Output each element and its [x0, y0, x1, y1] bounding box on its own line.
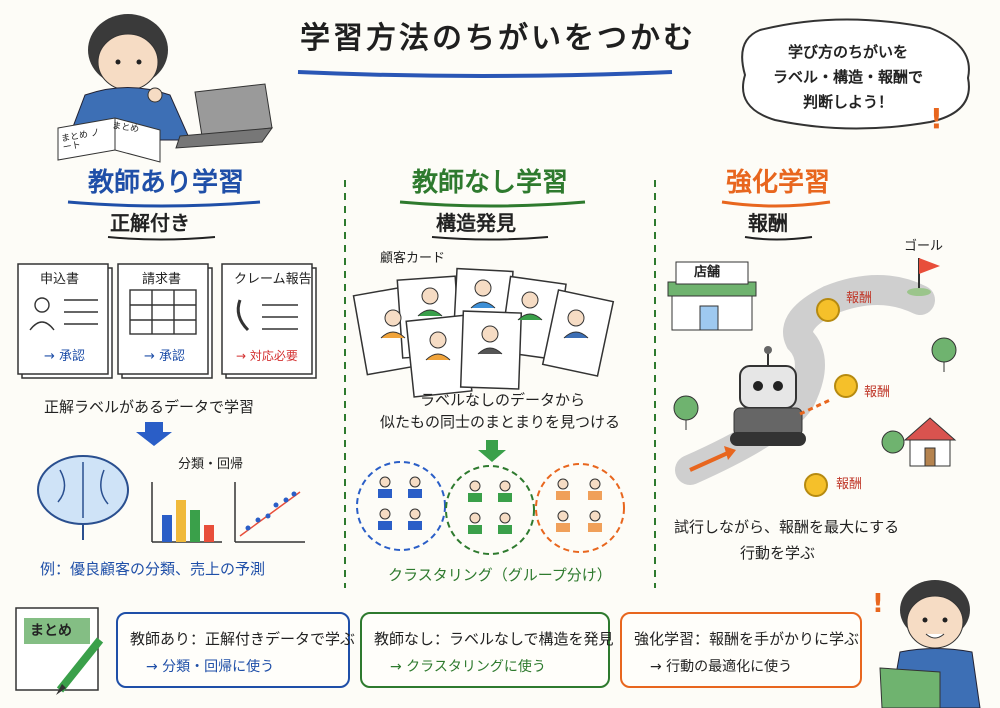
bubble-line: 学び方のちがいを	[787, 43, 908, 61]
reinforcement-subtitle: 報酬	[748, 211, 788, 235]
doc-stamp: → 承認	[144, 349, 186, 364]
speech-bubble-text: 学び方のちがいを ラベル・構造・報酬で 判断しよう！	[748, 40, 948, 115]
supervised-subtitle: 正解付き	[110, 211, 190, 235]
reward-label: 報酬	[846, 291, 873, 306]
summary-line: 教師あり：正解付きデータで学ぶ	[130, 630, 356, 648]
coin-icon	[804, 298, 858, 497]
laptop-icon	[175, 83, 274, 149]
cluster-orange	[535, 463, 625, 553]
scatter-chart-icon	[234, 482, 305, 543]
summary-box-unsupervised: 教師なし：ラベルなしで構造を発見 → クラスタリングに使う	[360, 612, 614, 688]
cluster-blue	[356, 461, 446, 551]
notebook-illustration	[57, 117, 161, 163]
cluster-green	[445, 465, 535, 555]
summary-line: → 分類・回帰に使う	[146, 659, 275, 675]
tree-icon	[673, 337, 957, 454]
store-icon	[667, 261, 757, 331]
doc-stamp: → 承認	[44, 349, 86, 364]
bar-chart-icon	[151, 482, 222, 543]
title-underline	[297, 70, 673, 78]
reinforcement-title: 強化学習	[726, 168, 831, 198]
summary-box-reinforcement: 強化学習：報酬を手がかりに学ぶ → 行動の最適化に使う	[620, 612, 862, 688]
exclaim-icon: !	[872, 589, 884, 619]
down-arrow-icon	[478, 440, 506, 462]
summary-line: 強化学習：報酬を手がかりに学ぶ	[634, 630, 860, 648]
exclaim-icon: !	[930, 102, 943, 135]
goal-label: ゴール	[904, 239, 944, 254]
reinforcement-caption: 行動を学ぶ	[740, 544, 816, 562]
doc-title: 請求書	[142, 272, 182, 287]
phone-icon	[236, 299, 250, 332]
unsupervised-caption: ラベルなしのデータから	[420, 391, 586, 409]
bubble-line: 判断しよう！	[802, 93, 893, 111]
reinforcement-caption: 試行しながら、報酬を最大にする	[674, 518, 900, 536]
unsupervised-title: 教師なし学習	[412, 168, 569, 198]
boy-with-book-illustration	[879, 580, 981, 708]
studying-boy-illustration	[67, 14, 191, 141]
cluster-people	[378, 476, 602, 534]
goal-flag-icon	[907, 258, 940, 296]
speech-bubble	[741, 18, 970, 130]
reward-label: 報酬	[864, 385, 891, 400]
robot-icon	[730, 346, 806, 446]
supervised-example: 例：優良顧客の分類、売上の予測	[40, 560, 266, 578]
unsupervised-subtitle: 構造発見	[436, 211, 516, 235]
summary-note-icon	[15, 607, 104, 695]
person-icon	[380, 279, 589, 361]
doc-stamp: → 対応必要	[236, 349, 298, 363]
cluster-label: クラスタリング（グループ分け）	[388, 566, 612, 584]
store-label: 店舗	[694, 265, 721, 280]
unsupervised-caption: 似たもの同士のまとまりを見つける	[380, 413, 621, 431]
doc-title: クレーム報告	[234, 272, 312, 287]
bubble-line: ラベル・構造・報酬で	[772, 68, 923, 86]
chart-label: 分類・回帰	[178, 457, 244, 472]
card-label: 顧客カード	[380, 251, 446, 266]
document-card	[17, 263, 317, 379]
summary-label: まとめ	[30, 623, 72, 639]
reward-label: 報酬	[836, 477, 863, 492]
page-title: 学習方法のちがいをつかむ	[300, 21, 696, 56]
supervised-caption: 正解ラベルがあるデータで学習	[44, 398, 255, 416]
down-arrow-icon	[136, 422, 172, 446]
summary-line: → クラスタリングに使う	[390, 659, 546, 675]
summary-box-supervised: 教師あり：正解付きデータで学ぶ → 分類・回帰に使う	[116, 612, 355, 688]
summary-line: → 行動の最適化に使う	[650, 659, 793, 675]
doc-title: 申込書	[40, 272, 80, 287]
summary-line: 教師なし：ラベルなしで構造を発見	[374, 630, 614, 648]
house-icon	[903, 417, 957, 467]
supervised-title: 教師あり学習	[88, 168, 245, 198]
brain-icon	[37, 455, 129, 540]
